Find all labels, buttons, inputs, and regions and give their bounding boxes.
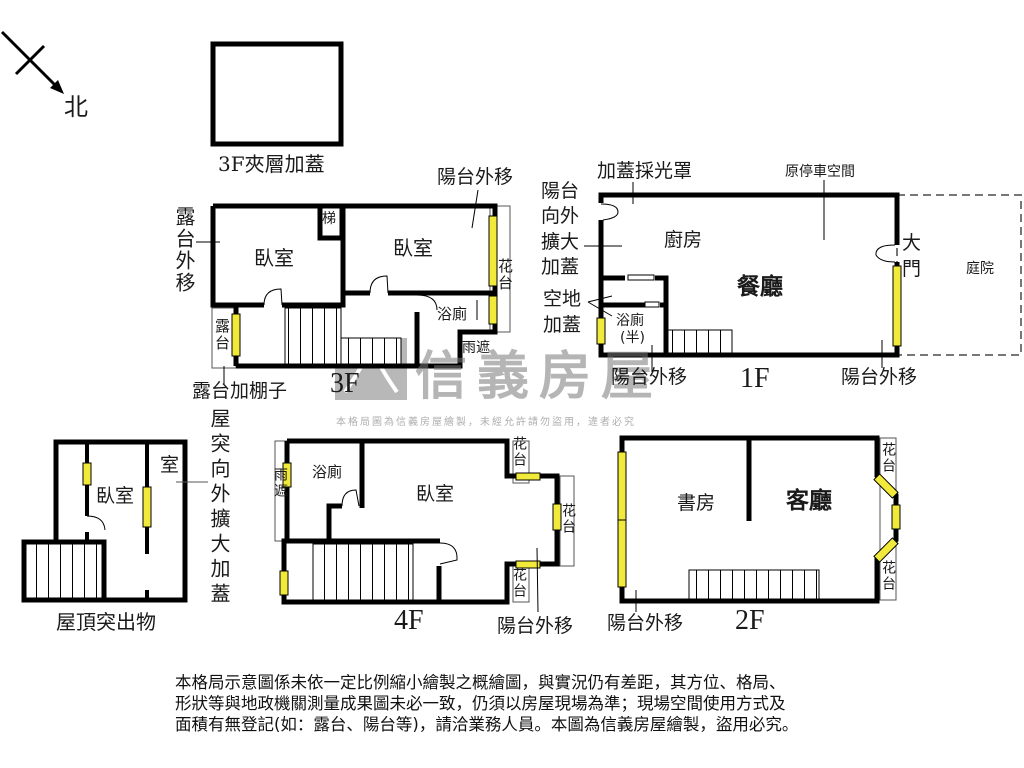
3f-planter-label: 花台 (496, 258, 514, 292)
1f-balcony-expand-label-4: 加蓋 (541, 256, 580, 278)
1f-vacant-label-2: 加蓋 (543, 314, 582, 336)
4f-floor-label: 4F (394, 605, 424, 636)
1f-skylight-label: 加蓋採光罩 (597, 160, 693, 182)
floor-3f-plan (196, 189, 511, 385)
1f-main-door-label-1: 大 (902, 232, 922, 254)
mezzanine-label: 3F夾層加蓋 (218, 152, 325, 176)
floor-1f-plan (584, 180, 1022, 372)
2f-balcony-out-label: 陽台外移 (607, 612, 684, 634)
floor-rooftop-plan (21, 439, 208, 603)
3f-stair-label: 梯 (322, 211, 336, 227)
4f-room-bathroom: 浴廁 (312, 463, 343, 481)
1f-parking-label: 原停車空間 (785, 164, 855, 180)
4f-planter-bottom: 花台 (511, 567, 527, 599)
1f-room-dining: 餐廳 (737, 274, 783, 300)
rooftop-room-bedroom: 臥室 (96, 485, 135, 507)
1f-room-kitchen: 廚房 (664, 229, 703, 251)
1f-main-door-label-2: 門 (902, 258, 922, 280)
4f-rain-cover-label: 雨遮 (272, 467, 288, 499)
disclaimer-line-1: 本格局示意圖係未依一定比例縮小繪製之概繪圖，與實況仍有差距，其方位、格局、 (175, 673, 786, 692)
disclaimer-line-2: 形狀等與地政機關測量成果圖未必一致，仍須以房屋現場為準；現場空間使用方式及 (175, 694, 786, 713)
2f-floor-label: 2F (735, 605, 765, 636)
3f-room-bedroom-2: 臥室 (393, 236, 433, 260)
1f-balcony-out-right: 陽台外移 (841, 366, 918, 388)
mezzanine-outline (210, 41, 344, 147)
4f-planter-right: 花台 (560, 503, 576, 535)
rooftop-expand-label: 屋突向外擴大加蓋 (207, 408, 231, 608)
2f-planter-top: 花台 (880, 442, 896, 474)
1f-yard-label: 庭院 (966, 261, 994, 277)
3f-terrace-out-label: 露台外移 (172, 206, 196, 294)
2f-room-study: 書房 (677, 492, 716, 514)
3f-rain-cover-label: 雨遮 (462, 340, 490, 356)
3f-floor-label: 3F (330, 368, 360, 399)
1f-floor-label: 1F (740, 363, 770, 394)
3f-balcony-out-label: 陽台外移 (437, 166, 514, 188)
1f-vacant-label-1: 空地 (543, 288, 582, 310)
4f-planter-top: 花台 (511, 436, 527, 468)
floor-4f-plan (274, 438, 575, 613)
1f-balcony-expand-label-3: 擴大 (541, 231, 580, 253)
floor-2f-plan (617, 435, 901, 612)
1f-balcony-expand-label-2: 向外 (541, 205, 580, 227)
2f-planter-bottom: 花台 (880, 560, 896, 592)
2f-room-living: 客廳 (786, 488, 832, 514)
3f-room-bathroom: 浴廁 (437, 305, 468, 323)
3f-room-bedroom-1: 臥室 (254, 246, 294, 270)
north-label: 北 (64, 93, 88, 121)
4f-balcony-out-label: 陽台外移 (497, 615, 574, 637)
watermark-notice: 本格局圖為信義房屋繪製，未經允許請勿盜用，違者必究 (336, 417, 636, 428)
4f-room-bedroom: 臥室 (416, 483, 455, 505)
disclaimer: 本格局示意圖係未依一定比例縮小繪製之概繪圖，與實況仍有差距，其方位、格局、 形狀… (175, 672, 875, 735)
1f-room-half-bath-line1: 浴廁 (616, 313, 644, 329)
watermark-brand: 信義房屋 (415, 347, 664, 407)
rooftop-floor-label: 屋頂突出物 (56, 610, 156, 634)
1f-balcony-out-left: 陽台外移 (611, 366, 688, 388)
3f-terrace-shed-label: 露台加棚子 (192, 380, 288, 402)
1f-room-half-bath-line2: (半) (620, 330, 645, 346)
rooftop-room-partial: 室 (160, 454, 180, 476)
1f-balcony-expand-label-1: 陽台 (541, 180, 580, 202)
north-arrow-icon (0, 30, 64, 94)
3f-terrace-label: 露台 (213, 318, 231, 352)
disclaimer-line-3: 面積有無登記(如：露台、陽台等)，請洽業務人員。本圖為信義房屋繪製，盜用必究。 (175, 715, 799, 734)
